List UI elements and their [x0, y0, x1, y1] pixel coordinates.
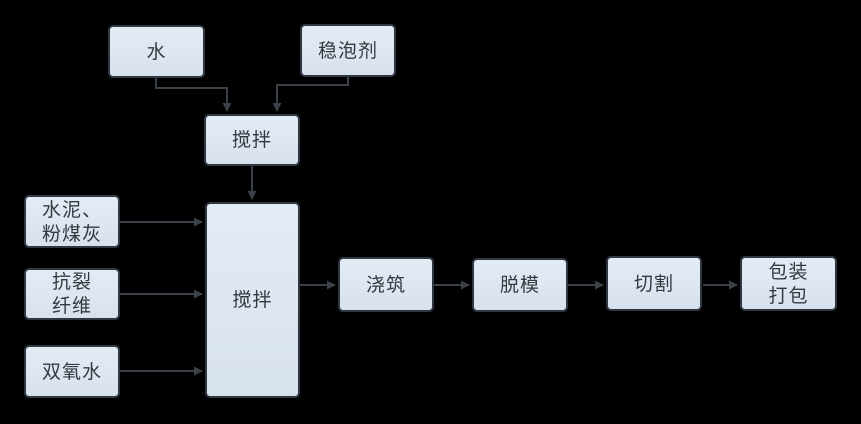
node-hydrogen-peroxide-label: 双氧水: [41, 360, 102, 383]
node-pouring-label: 浇筑: [365, 273, 406, 296]
arrow-stabilizer-to-premix: [272, 77, 349, 112]
node-crack-fiber-label-line2: 纤维: [51, 295, 92, 317]
node-hydrogen-peroxide: 双氧水: [24, 345, 120, 398]
node-foam-stabilizer: 稳泡剂: [300, 24, 396, 77]
node-packaging-label-line1: 包装: [768, 260, 809, 283]
node-cement-flyash: 水泥、 粉煤灰: [24, 195, 120, 248]
node-premix-label: 搅拌: [231, 129, 272, 151]
node-main-mix-label: 搅拌: [232, 289, 273, 311]
node-water: 水: [108, 25, 205, 78]
node-cutting-label: 切割: [633, 272, 674, 295]
node-main-mix: 搅拌: [205, 202, 300, 398]
node-packaging-label-line2: 打包: [768, 284, 809, 307]
node-pouring: 浇筑: [338, 257, 434, 312]
node-cement-flyash-label-line1: 水泥、: [41, 198, 102, 221]
node-crack-fiber-label-line1: 抗裂: [51, 271, 92, 293]
node-cutting: 切割: [606, 256, 702, 311]
node-packaging: 包装 打包: [740, 256, 837, 311]
node-crack-fiber: 抗裂 纤维: [24, 268, 120, 320]
node-demolding-label: 脱模: [499, 274, 540, 296]
node-demolding: 脱模: [472, 258, 568, 312]
arrow-water-to-premix: [155, 78, 232, 112]
node-foam-stabilizer-label: 稳泡剂: [317, 39, 378, 62]
node-cement-flyash-label-line2: 粉煤灰: [41, 222, 102, 245]
node-premix: 搅拌: [204, 114, 300, 166]
node-water-label: 水: [146, 40, 167, 63]
